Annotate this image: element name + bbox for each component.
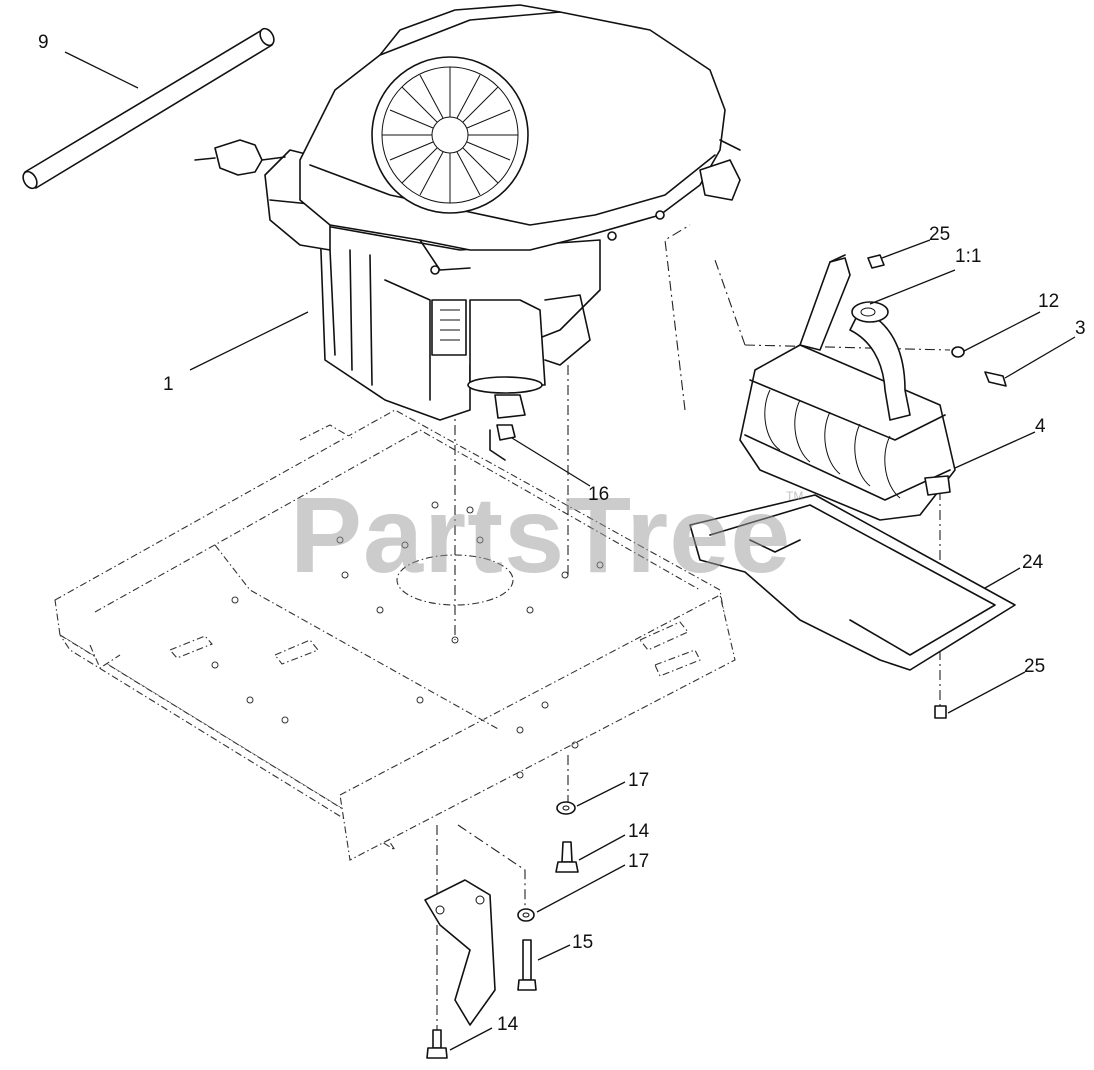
callout-17-bottom: 17 — [628, 851, 649, 872]
frame-chassis — [54, 409, 736, 861]
callout-labels: 9 1 25 1:1 12 3 4 16 24 25 17 14 17 15 1… — [38, 32, 1086, 1035]
callout-25-top: 25 — [929, 224, 950, 245]
callout-4: 4 — [1035, 416, 1046, 437]
callout-1-1: 1:1 — [955, 246, 981, 267]
callout-24: 24 — [1022, 552, 1044, 573]
callout-15: 15 — [572, 932, 593, 953]
alignment-lines — [436, 205, 951, 1035]
callout-9: 9 — [38, 32, 49, 53]
watermark-trademark: TM — [786, 489, 803, 503]
engine — [194, 4, 741, 461]
callout-3: 3 — [1075, 318, 1086, 339]
frame-holes — [211, 501, 604, 779]
callout-25-bottom: 25 — [1024, 656, 1045, 677]
callout-17-top: 17 — [628, 770, 649, 791]
muffler — [739, 254, 956, 521]
leader-lines — [64, 51, 1076, 1051]
callout-14-bottom: 14 — [497, 1014, 519, 1035]
hardware — [424, 254, 1007, 1059]
callout-16: 16 — [588, 484, 609, 505]
watermark-text: PartsTree — [290, 474, 791, 595]
callout-14-top: 14 — [628, 821, 650, 842]
fuel-tube — [22, 27, 275, 190]
watermark: PartsTree TM — [290, 474, 803, 595]
callout-12: 12 — [1038, 291, 1059, 312]
heat-shield — [689, 494, 1016, 671]
callout-1: 1 — [163, 374, 174, 395]
